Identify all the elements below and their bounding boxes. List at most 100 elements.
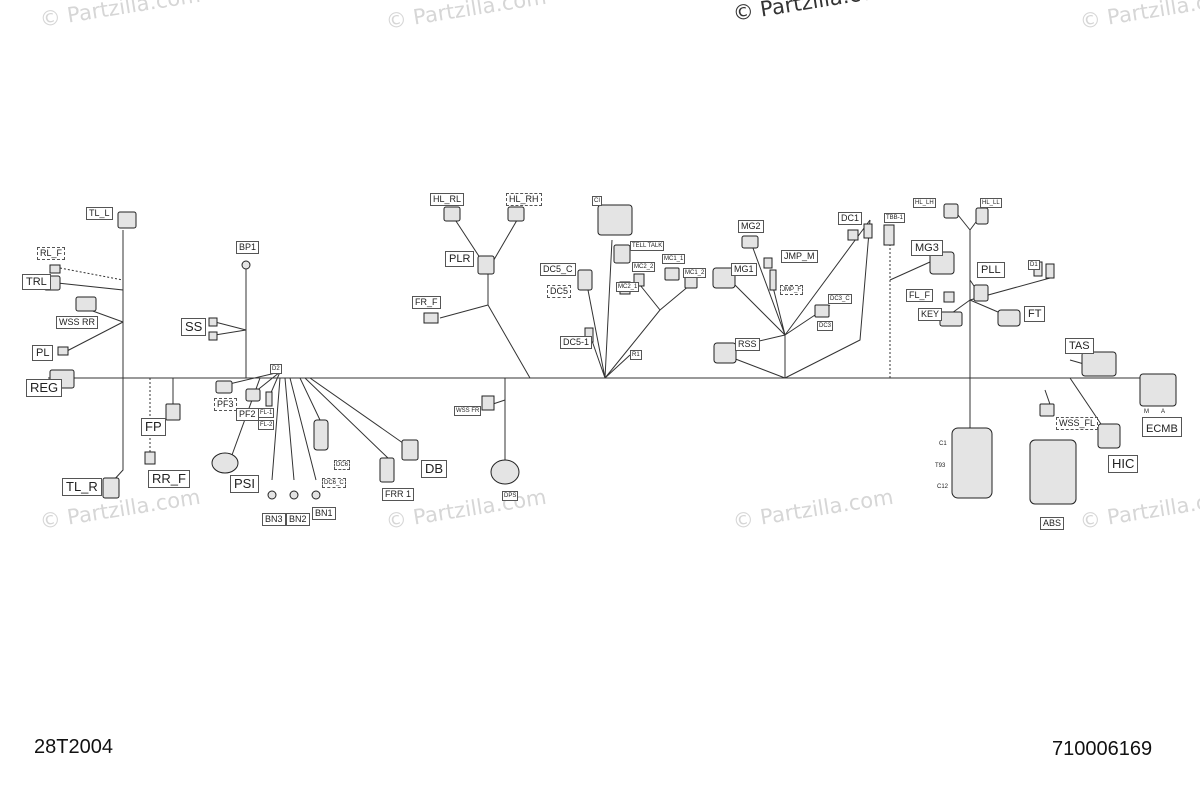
label-fl-f: FL_F xyxy=(906,289,934,302)
label-frr-1: FRR 1 xyxy=(382,488,415,501)
label-reg: REG xyxy=(26,379,63,397)
connector-ci xyxy=(597,204,633,236)
label-wss-rr: WSS RR xyxy=(56,316,98,329)
label-bn3: BN3 xyxy=(262,513,286,526)
label-dc6: DC6 xyxy=(334,460,351,470)
connector-dps xyxy=(490,459,520,485)
connector-dc1-2 xyxy=(863,223,873,239)
label-dc3: DC3 xyxy=(817,321,834,331)
connector-frr-1 xyxy=(379,457,395,483)
label-dc5-1: DC5-1 xyxy=(560,336,593,349)
wire-trl xyxy=(47,281,124,322)
wire-mg3 xyxy=(889,261,931,281)
connector-hl-lh xyxy=(943,203,959,219)
abs-module xyxy=(1029,439,1077,505)
label-tl-l: TL_L xyxy=(86,207,113,220)
label-jmp-m: JMP_M xyxy=(781,250,818,263)
connector-jmp-m xyxy=(763,257,773,269)
label-ss: SS xyxy=(181,318,207,336)
connector-key xyxy=(939,311,963,327)
connector-rl-f xyxy=(49,264,61,274)
connector-hic xyxy=(1097,423,1121,449)
wire-mg-dc1 xyxy=(724,219,871,379)
label-fp: FP xyxy=(141,418,166,436)
label-tas: TAS xyxy=(1065,338,1094,354)
label-tbb-1: TBB-1 xyxy=(884,213,906,223)
label-fl-2: FL-2 xyxy=(258,420,275,430)
label-d1: D1 xyxy=(1028,260,1040,270)
label-wss-fl: WSS_FL xyxy=(1056,417,1099,430)
connector-pf2 xyxy=(245,388,261,402)
wire-dc1-loop xyxy=(784,219,871,379)
wire-rl-f xyxy=(59,267,124,281)
label-db: DB xyxy=(421,460,448,478)
connector-rss xyxy=(713,342,737,364)
label-psi: PSI xyxy=(230,475,259,493)
label-trl: TRL xyxy=(22,274,51,290)
connector-rr-f xyxy=(144,451,156,465)
label-ecmb: ECMB xyxy=(1142,417,1182,437)
connector-db xyxy=(401,439,419,461)
label-ecmb-m: M xyxy=(1143,408,1150,416)
label-hl-rl: HL_RL xyxy=(430,193,465,206)
connector-mc1-1 xyxy=(664,267,680,281)
label-dc6-c: DC6_C xyxy=(322,478,346,488)
terminal-bn3 xyxy=(267,490,277,500)
connector-jmp-f xyxy=(769,269,777,291)
label-mg3: MG3 xyxy=(911,240,943,256)
connectors xyxy=(43,203,1177,505)
wire-ci-dc5-mc xyxy=(587,239,691,379)
label-fr-f: FR_F xyxy=(412,296,441,309)
label-pll: PLL xyxy=(977,262,1005,278)
label-wss-fr: WSS FR xyxy=(454,406,482,416)
label-mc2-1: MC2_1 xyxy=(616,282,640,292)
label-bp1: BP1 xyxy=(236,241,260,254)
connector-mg2 xyxy=(741,235,759,249)
label-plr: PLR xyxy=(445,251,475,267)
label-dps: DPS xyxy=(502,491,519,501)
connector-wss-rr xyxy=(75,296,97,312)
label-rss: RSS xyxy=(735,338,760,351)
wire-hl-pll-ft xyxy=(944,204,1051,378)
label-mg2: MG2 xyxy=(738,220,764,233)
connector-fl xyxy=(265,391,273,407)
connector-tl-r xyxy=(102,477,120,499)
label-fl-1: FL-1 xyxy=(258,408,275,418)
label-key: KEY xyxy=(918,308,943,321)
wire-pf xyxy=(224,371,281,396)
label-hl-lh: HL_LH xyxy=(913,198,936,208)
label-abs: ABS xyxy=(1040,517,1065,530)
connector-plr xyxy=(477,255,495,275)
wire-pl xyxy=(64,321,124,353)
label-pf3: PF3 xyxy=(214,398,237,411)
label-rr-f: RR_F xyxy=(148,470,190,488)
connector-pl xyxy=(57,346,69,356)
connector-d1-b xyxy=(1045,263,1055,279)
connector-ss-1 xyxy=(208,317,218,327)
connector-psi xyxy=(211,452,239,474)
terminal-bn2 xyxy=(289,490,299,500)
label-dc5: DC5 xyxy=(547,285,572,298)
wire-bn xyxy=(271,377,317,481)
connector-dc6 xyxy=(313,419,329,451)
connector-hl-ll xyxy=(975,207,989,225)
figure-code-left: 28T2004 xyxy=(34,736,113,758)
label-hl-ll: HL_LL xyxy=(980,198,1002,208)
wire-tl-r xyxy=(111,378,124,483)
wire-plr-hl xyxy=(439,214,531,379)
connector-hl-rh xyxy=(507,206,525,222)
label-rl-f: RL_F xyxy=(37,247,66,260)
label-tell-talk: TELL TALK xyxy=(630,241,665,251)
label-bn2: BN2 xyxy=(286,513,310,526)
label-ci: CI xyxy=(592,196,602,206)
connector-wss-fl xyxy=(1039,403,1055,417)
connector-fp xyxy=(165,403,181,421)
connector-hl-rl xyxy=(443,206,461,222)
label-bn1: BN1 xyxy=(312,507,336,520)
label-ft: FT xyxy=(1024,306,1046,322)
connector-ss-2 xyxy=(208,331,218,341)
terminal-bn1 xyxy=(311,490,321,500)
label-pin-range: T93 xyxy=(934,462,947,470)
